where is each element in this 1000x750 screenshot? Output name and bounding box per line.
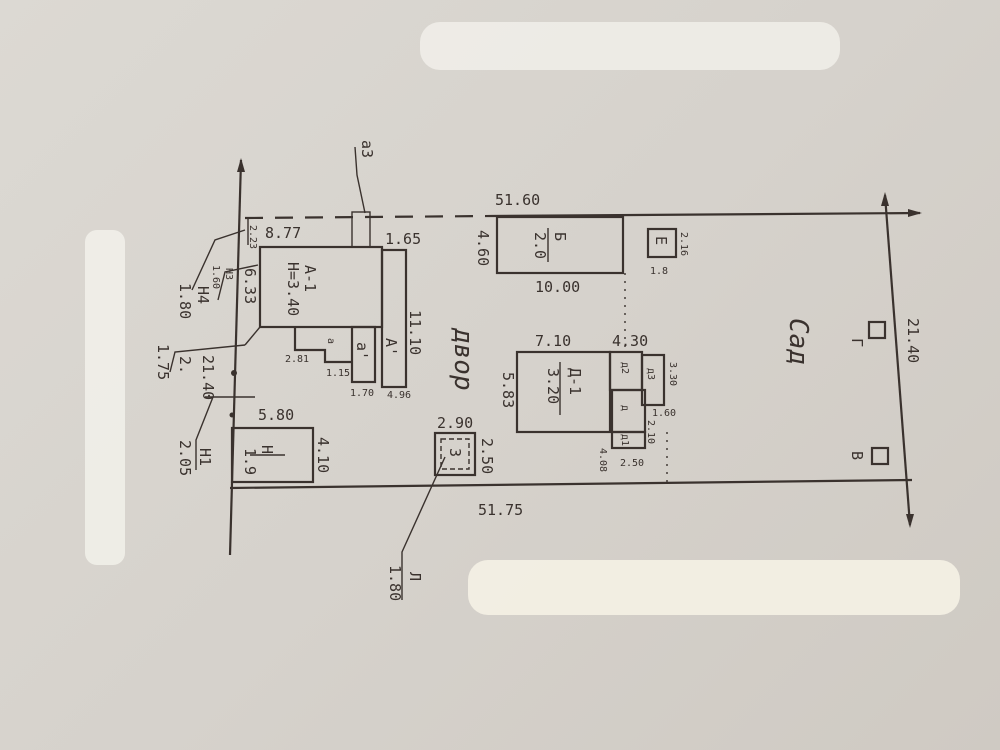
boundary-bottom bbox=[229, 478, 913, 490]
dim-115: 1.15 bbox=[326, 368, 350, 379]
dim-216: 2.16 bbox=[678, 232, 689, 256]
label-n-val: 1.9 bbox=[241, 448, 259, 475]
label-n1-h: 2.05 bbox=[176, 440, 194, 476]
structure-3 bbox=[433, 431, 477, 477]
label-n3-h: 1.60 bbox=[210, 265, 221, 289]
arrow-icon bbox=[906, 514, 914, 528]
dim-223: 2.23 bbox=[247, 225, 258, 249]
arrow-icon bbox=[237, 158, 245, 172]
label-g: Г bbox=[848, 338, 866, 347]
label-n4-h: 1.80 bbox=[176, 283, 194, 319]
arrow-icon bbox=[881, 192, 889, 206]
building-b bbox=[495, 215, 625, 275]
boundary-top bbox=[491, 211, 921, 218]
label-d1-val: 3.20 bbox=[544, 368, 562, 404]
label-dd1: д1 bbox=[619, 434, 630, 446]
redaction-patch-top bbox=[420, 22, 840, 70]
dim-408: 4.08 bbox=[597, 448, 608, 472]
building-a-prime bbox=[350, 325, 377, 384]
building-d1 bbox=[515, 350, 612, 434]
label-dd2: д2 bbox=[619, 362, 630, 374]
label-n2-h: 1.75 bbox=[154, 344, 172, 380]
label-a-prime: а' bbox=[353, 342, 371, 360]
dim-877: 8.77 bbox=[265, 224, 301, 242]
label-a3: а3 bbox=[358, 140, 376, 158]
label-3: 3 bbox=[446, 448, 464, 457]
dim-496: 4.96 bbox=[387, 390, 411, 401]
label-a: а bbox=[325, 338, 336, 344]
boundary-right bbox=[883, 194, 912, 526]
redaction-patch-left bbox=[85, 230, 125, 565]
building-e bbox=[646, 227, 678, 259]
label-a1-height: Н=3.40 bbox=[284, 262, 302, 316]
dim-330: 3.30 bbox=[667, 362, 678, 386]
label-dd3: д3 bbox=[645, 368, 656, 380]
boundary-top-dashed bbox=[244, 214, 493, 220]
label-n3: Н3 bbox=[223, 268, 234, 280]
building-a-prime-cap bbox=[380, 248, 408, 389]
arrow-icon bbox=[908, 209, 922, 217]
dim-580: 5.80 bbox=[258, 406, 294, 424]
right-width: 21.40 bbox=[904, 318, 922, 363]
label-a1: А-1 bbox=[301, 265, 319, 292]
garden-label: Сад bbox=[783, 318, 813, 365]
building-n bbox=[230, 426, 315, 484]
label-n: Н bbox=[258, 445, 276, 454]
redaction-patch-bottom bbox=[468, 560, 960, 615]
dim-460: 4.60 bbox=[474, 230, 492, 266]
label-n4: Н4 bbox=[194, 286, 212, 304]
dim-250a: 2.50 bbox=[478, 438, 496, 474]
dim-583: 5.83 bbox=[499, 372, 517, 408]
dim-710: 7.10 bbox=[535, 332, 571, 350]
dim-250b: 2.50 bbox=[620, 458, 644, 469]
dim-160: 1.60 bbox=[652, 408, 676, 419]
well-v bbox=[870, 446, 890, 466]
label-b: Б bbox=[551, 232, 569, 241]
building-a1 bbox=[258, 245, 384, 329]
label-l-h: 1.80 bbox=[386, 565, 404, 601]
dim-281: 2.81 bbox=[285, 354, 309, 365]
dim-410: 4.10 bbox=[314, 437, 332, 473]
label-b-val: 2.0 bbox=[531, 232, 549, 259]
dim-170: 1.70 bbox=[350, 388, 374, 399]
label-d1: Д-1 bbox=[566, 368, 584, 395]
dim-1110: 11.10 bbox=[406, 310, 424, 355]
top-length: 51.60 bbox=[495, 191, 540, 209]
dim-290: 2.90 bbox=[437, 414, 473, 432]
label-l: Л bbox=[406, 572, 424, 581]
dim-18: 1.8 bbox=[650, 266, 668, 277]
label-e: Е bbox=[652, 236, 670, 245]
label-A-prime: А' bbox=[382, 338, 400, 356]
label-dd: д bbox=[619, 405, 630, 411]
dim-430: 4.30 bbox=[612, 332, 648, 350]
dim-2140-left: 21.40 bbox=[199, 355, 217, 400]
dim-633: 6.33 bbox=[241, 268, 259, 304]
well-g bbox=[867, 320, 887, 340]
dim-165: 1.65 bbox=[385, 230, 421, 248]
bottom-length: 51.75 bbox=[478, 501, 523, 519]
dim-1000: 10.00 bbox=[535, 278, 580, 296]
yard-label: двор bbox=[448, 327, 478, 391]
boundary-left bbox=[228, 159, 243, 556]
label-n1: Н1 bbox=[196, 448, 214, 466]
label-n2: 2. bbox=[176, 356, 194, 374]
dim-210: 2.10 bbox=[645, 420, 656, 444]
label-v: В bbox=[848, 451, 866, 460]
